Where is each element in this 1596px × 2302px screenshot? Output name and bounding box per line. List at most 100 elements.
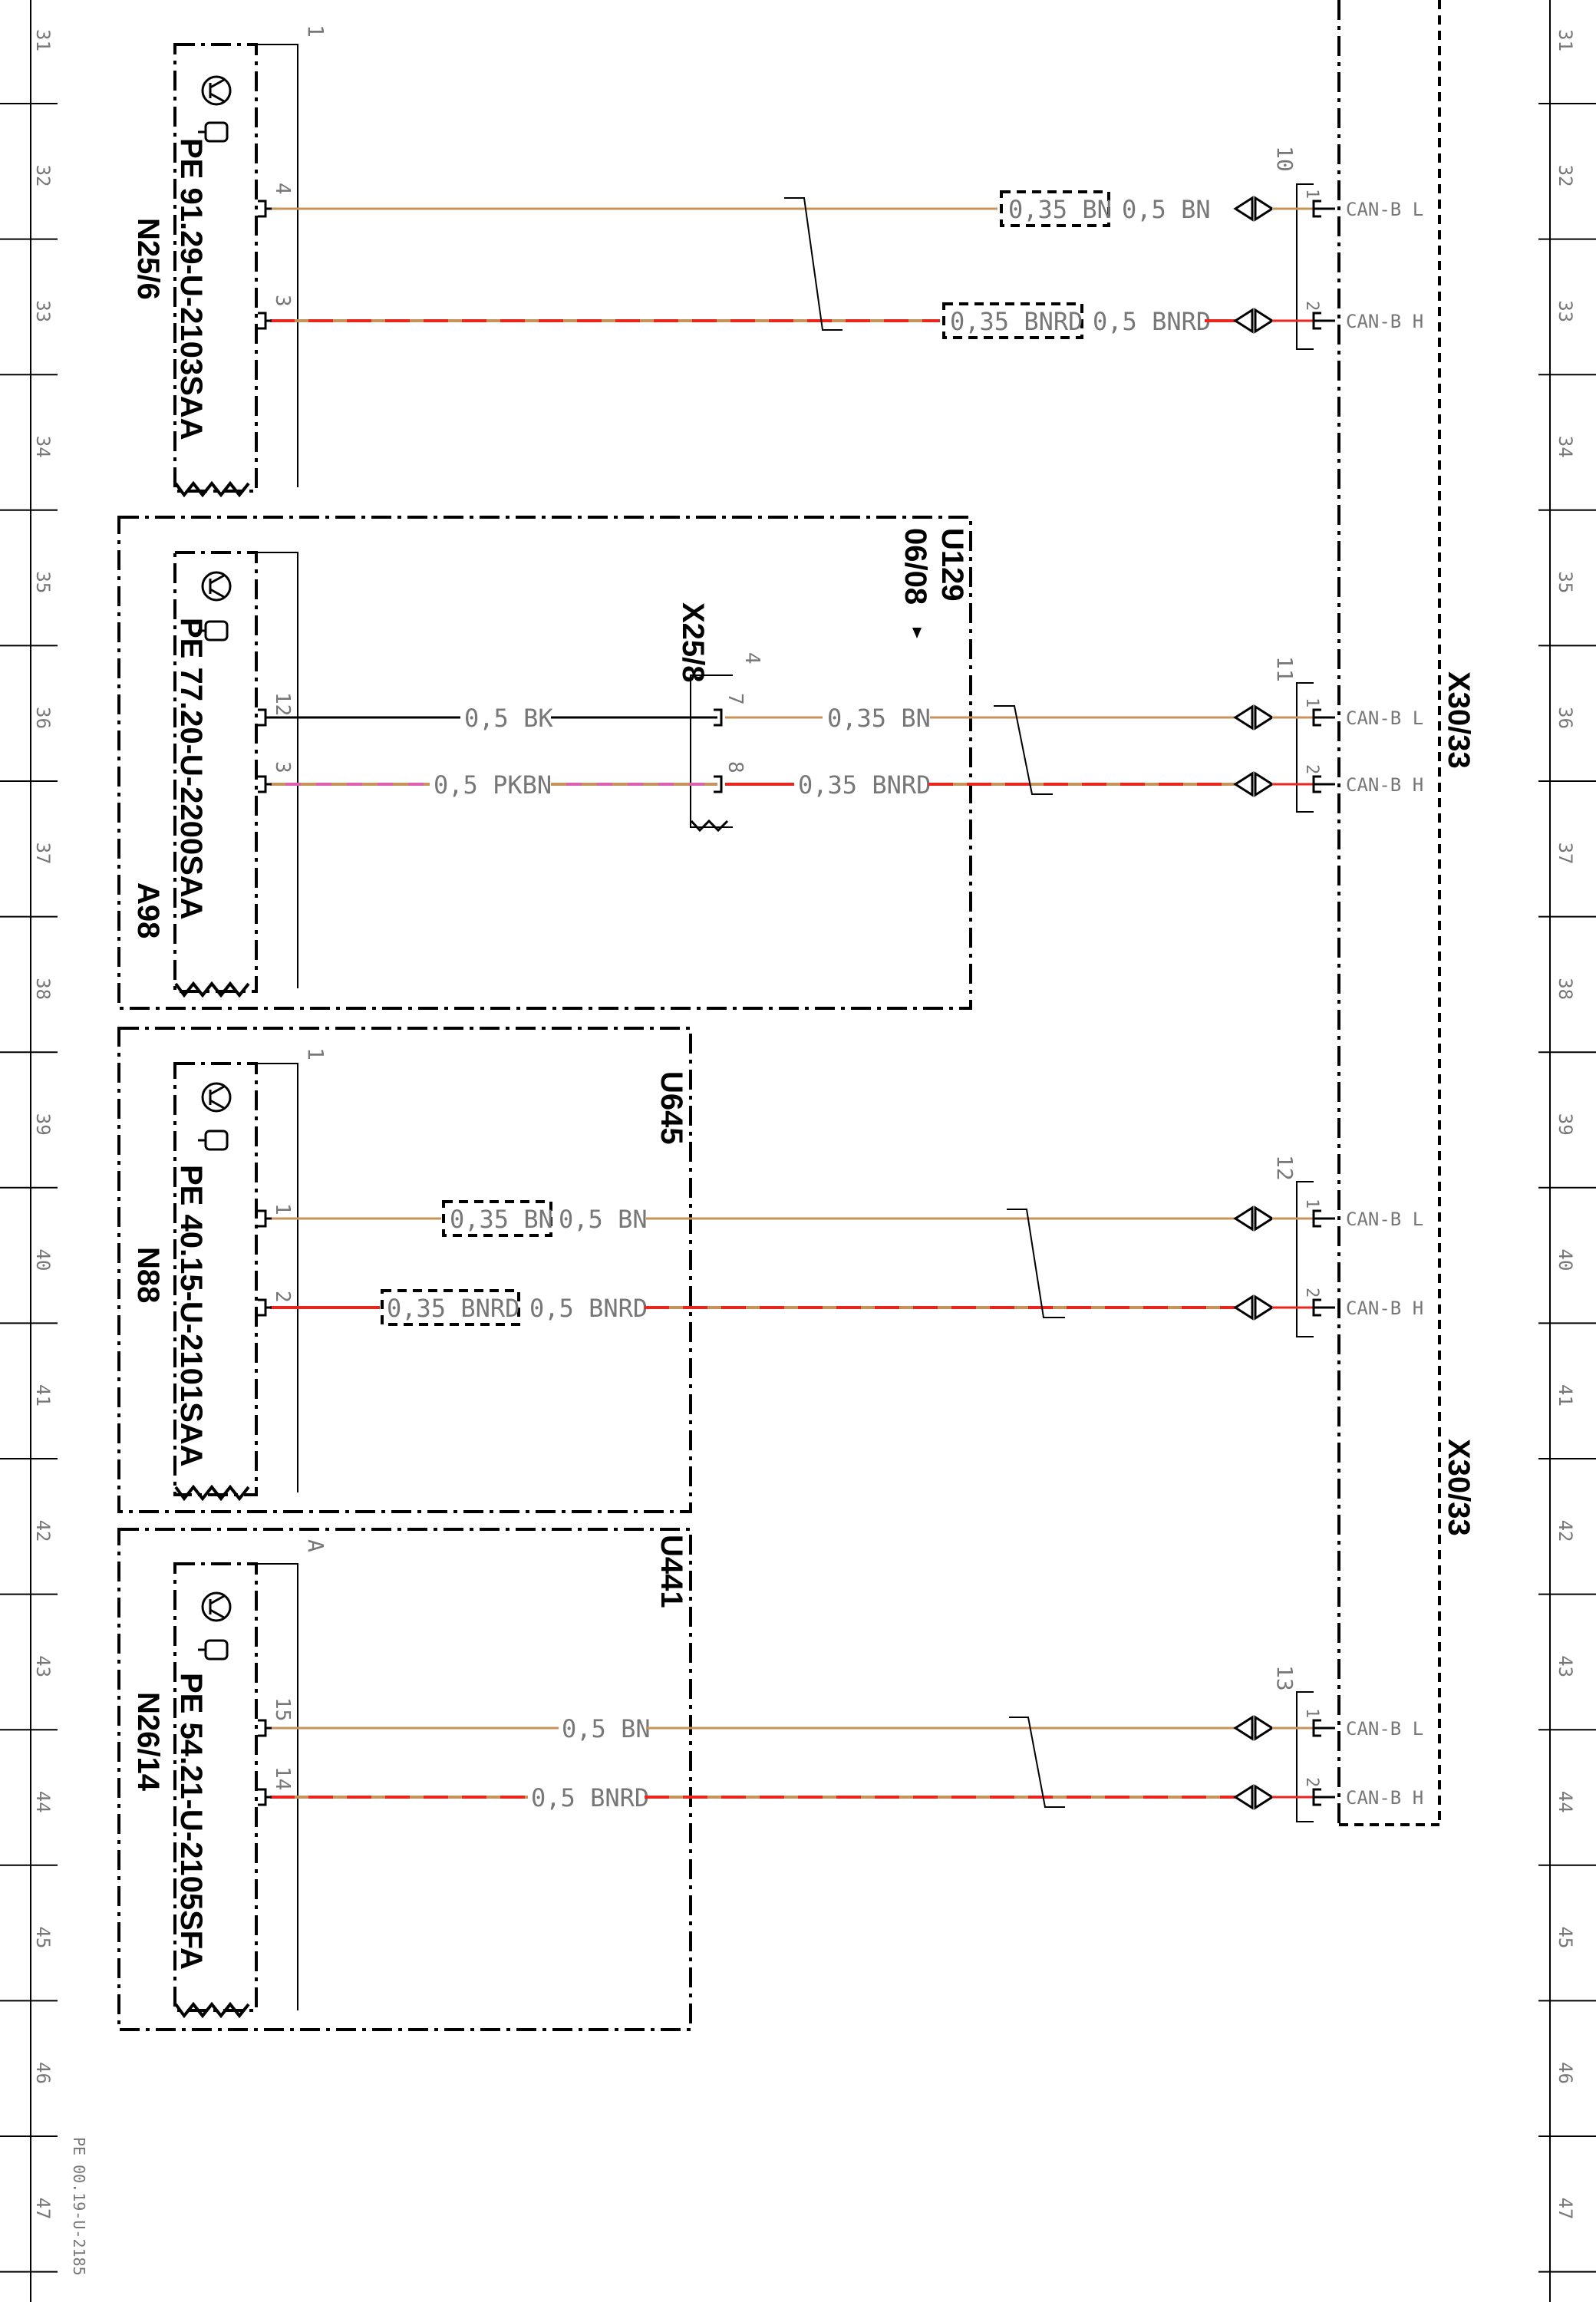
wire-n88-can-l: 0,35 BN 0,5 BN (270, 1200, 1235, 1237)
grid-number: 38 (1555, 978, 1576, 1000)
grid-number: 38 (32, 978, 54, 1000)
a98-module-box (173, 551, 258, 993)
terminal-pin-number: 1 (1302, 1199, 1321, 1209)
a98-pin-label-3: 3 (271, 761, 294, 773)
u441-group-box (117, 1528, 692, 2031)
connector-arrow-icon (1233, 308, 1254, 334)
wire-a98-can-l: 0,5 BK 0,35 BN (270, 704, 1235, 733)
grid-number: 33 (1555, 300, 1576, 322)
grid-number: 45 (1555, 1926, 1576, 1948)
u129-group-label: U129 (935, 528, 969, 602)
n26-14-connector-number: A (303, 1539, 328, 1552)
module-pin-bracket (258, 1209, 267, 1228)
wire-n26-14-can-l: 0,5 BN (270, 1714, 1235, 1743)
transistor-icon (201, 1591, 232, 1622)
transistor-icon (201, 571, 232, 602)
wire-size-label: 0,5 BN (562, 1714, 651, 1743)
x25-8-number: 4 (740, 652, 763, 665)
grid-number: 32 (32, 165, 54, 187)
component-a98: PE 77.20-U-2200SAA A98 12 3 (131, 551, 298, 998)
n88-pin-label-1: 1 (271, 1203, 294, 1215)
n26-14-reference: PE 54.21-U-2105SFA (174, 1673, 208, 1970)
coupling-x25-8: X25/8 4 7 8 (676, 602, 763, 833)
connector-arrow-icon (1233, 704, 1254, 731)
component-n25-6: 1 PE 91.29-U-2103SAA N25/6 4 3 (131, 25, 328, 498)
hand-pointer-icon (198, 1130, 229, 1151)
module-pin-bracket (258, 1298, 267, 1317)
grid-number: 46 (1555, 2062, 1576, 2084)
can-label: CAN-B L (1346, 199, 1423, 220)
arrow-icon (912, 628, 922, 638)
connector-arrow-icon (1233, 771, 1254, 797)
u441-group-label: U441 (655, 1535, 688, 1608)
can-label: CAN-B H (1346, 1787, 1423, 1809)
component-n26-14: A PE 54.21-U-2105SFA N26/14 15 14 (131, 1539, 328, 2019)
a98-reference: PE 77.20-U-2200SAA (174, 618, 208, 920)
u129-group-date: 06/08 (899, 528, 932, 605)
grid-number: 35 (32, 571, 54, 593)
transistor-icon (201, 1082, 232, 1113)
grid-number: 39 (1555, 1113, 1576, 1136)
connector-arrow-icon (1254, 771, 1274, 797)
grid-number: 34 (32, 436, 54, 458)
n88-break-mark (174, 1484, 250, 1502)
terminal-pin-number: 2 (1302, 1288, 1321, 1298)
terminal-pin-number: 1 (1302, 189, 1321, 199)
grid-number: 44 (1555, 1791, 1576, 1813)
connector-arrow-icon (1233, 1294, 1254, 1321)
connector-arrow-icon (1254, 1784, 1274, 1810)
connector-arrow-icon (1254, 1294, 1274, 1321)
terminal-pin-number: 2 (1302, 764, 1321, 774)
n25-6-module-box (173, 43, 258, 493)
module-pin-bracket (258, 775, 267, 793)
connector-arrow-icon (1254, 308, 1274, 334)
n25-6-connector-number: 1 (303, 25, 328, 38)
grid-number: 47 (1555, 2198, 1576, 2220)
module-pin-bracket (258, 1788, 267, 1806)
connector-arrow-icon (1254, 196, 1274, 222)
twisted-pair-mark (994, 705, 1053, 795)
x30-33-block: X30/33 X30/33 (1337, 0, 1476, 1826)
hand-pointer-icon (198, 121, 229, 143)
grid-number: 43 (32, 1655, 54, 1677)
connector-arrow-icon (1233, 1715, 1254, 1741)
n26-14-pin-label-15: 15 (271, 1697, 294, 1721)
grid-number: 39 (32, 1113, 54, 1136)
wire-size-label: 0,35 BN (827, 704, 931, 733)
group-u645: U645 (117, 1027, 692, 1513)
wire-alt-size-label: 0,35 BNRD (387, 1294, 519, 1323)
x25-8-pin-7: 7 (724, 693, 747, 705)
grid-number: 41 (1555, 1384, 1576, 1407)
twisted-pair-mark (784, 197, 843, 331)
connector-arrow-icon (1254, 1205, 1274, 1232)
connector-number-10: 10 (1272, 146, 1298, 172)
connector-arrow-icon (1254, 704, 1274, 731)
component-n88: 1 PE 40.15-U-2101SAA N88 1 2 (131, 1047, 328, 1502)
wire-size-label: 0,5 BNRD (531, 1783, 649, 1812)
connector-number-11: 11 (1272, 656, 1298, 682)
n25-6-reference: PE 91.29-U-2103SAA (174, 138, 208, 440)
n25-6-break-mark (174, 480, 250, 498)
wire-alt-size-label: 0,35 BNRD (950, 307, 1083, 336)
grid-number: 46 (32, 2062, 54, 2084)
grid-number: 32 (1555, 165, 1576, 187)
grid-number: 41 (32, 1384, 54, 1407)
wire-size-label: 0,5 BN (1122, 195, 1211, 224)
wire-alt-size-label: 0,35 BN (1008, 195, 1112, 224)
terminal-pin-number: 1 (1302, 1708, 1321, 1718)
coupling-pin-bracket (714, 708, 723, 727)
module-pin-bracket (258, 200, 267, 218)
terminal-pin-number: 1 (1302, 698, 1321, 707)
connector-arrow-icon (1233, 1784, 1254, 1810)
x25-8-pin-8: 8 (724, 761, 747, 773)
grid-number: 37 (1555, 843, 1576, 865)
group-u441: U441 (117, 1528, 692, 2031)
module-pin-bracket (258, 312, 267, 330)
twisted-pair-mark (1007, 1209, 1065, 1318)
n25-6-pin-label-3: 3 (271, 295, 294, 307)
